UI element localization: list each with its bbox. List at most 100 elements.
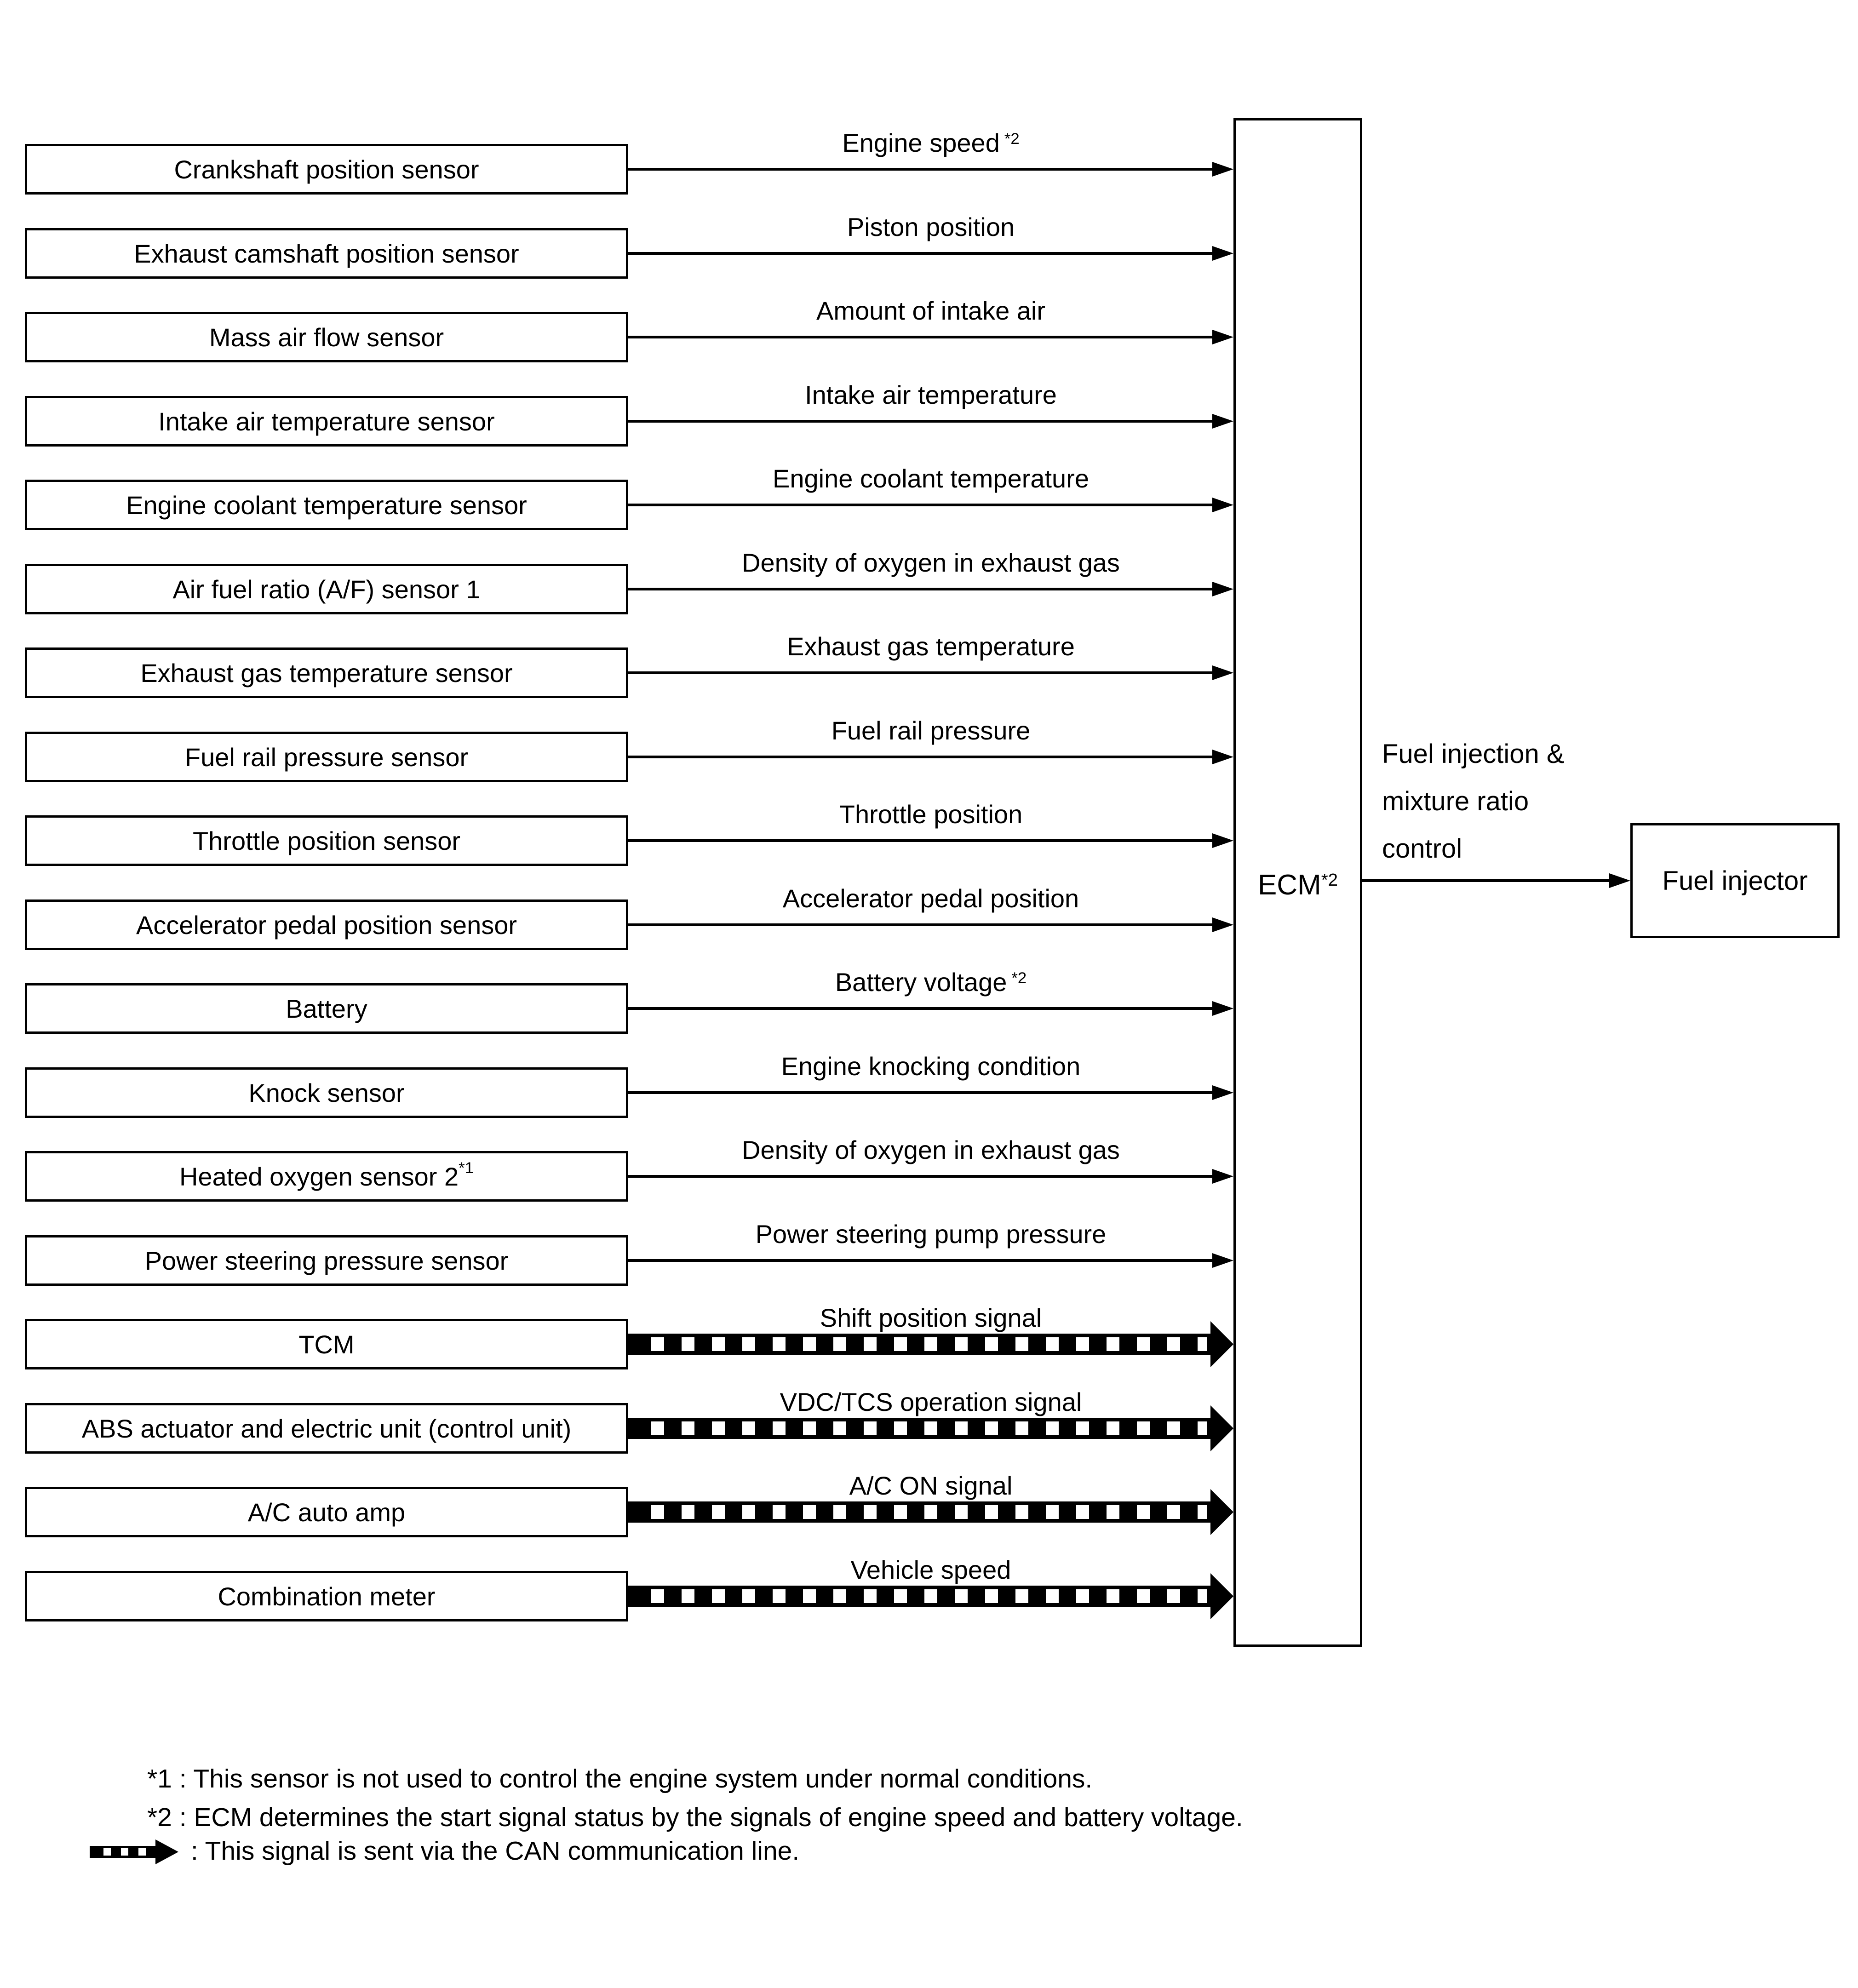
sensor-box-label: Engine coolant temperature sensor (126, 490, 527, 520)
footnote-2: *2 : ECM determines the start signal sta… (147, 1803, 1243, 1832)
signal-label-text: Power steering pump pressure (755, 1220, 1107, 1249)
signal-arrow-shaft-5 (628, 588, 1212, 590)
signal-label-3: Intake air temperature (632, 380, 1230, 410)
sensor-box-label: Air fuel ratio (A/F) sensor 1 (172, 574, 481, 604)
signal-label-12: Density of oxygen in exhaust gas (632, 1135, 1230, 1165)
can-signal-bar-14 (628, 1334, 1210, 1355)
sensor-box-label: Exhaust camshaft position sensor (134, 239, 519, 268)
signal-arrow-shaft-13 (628, 1259, 1212, 1262)
sensor-box-label: ABS actuator and electric unit (control … (81, 1414, 572, 1443)
sensor-box-label: Accelerator pedal position sensor (136, 910, 517, 940)
signal-label-1: Piston position (632, 212, 1230, 242)
signal-arrow-shaft-0 (628, 168, 1212, 171)
signal-arrow-shaft-12 (628, 1175, 1212, 1178)
signal-label-13: Power steering pump pressure (632, 1219, 1230, 1249)
signal-label-2: Amount of intake air (632, 296, 1230, 326)
signal-arrowhead-icon-7 (1212, 750, 1233, 764)
signal-arrowhead-icon-2 (1212, 330, 1233, 344)
footnote-1: *1 : This sensor is not used to control … (147, 1764, 1093, 1793)
signal-label-text: Fuel rail pressure (831, 716, 1031, 745)
signal-arrowhead-icon-0 (1212, 162, 1233, 177)
sensor-box-13: Power steering pressure sensor (25, 1235, 628, 1286)
signal-label-text: Engine coolant temperature (773, 464, 1089, 493)
signal-arrowhead-icon-11 (1212, 1085, 1233, 1100)
signal-arrowhead-icon-8 (1212, 833, 1233, 848)
signal-label-superscript: *2 (1004, 130, 1020, 148)
can-signal-bar-16 (628, 1501, 1210, 1523)
sensor-box-label: Fuel rail pressure sensor (184, 742, 469, 772)
signal-arrowhead-icon-10 (1212, 1001, 1233, 1016)
signal-label-text: Accelerator pedal position (782, 884, 1079, 913)
signal-label-8: Throttle position (632, 799, 1230, 830)
signal-arrowhead-icon-1 (1212, 246, 1233, 261)
sensor-box-4: Engine coolant temperature sensor (25, 480, 628, 530)
signal-label-text: Intake air temperature (805, 380, 1057, 409)
signal-label-text: Density of oxygen in exhaust gas (742, 548, 1120, 577)
fuel-injection-label-line-1: Fuel injection & (1382, 739, 1565, 769)
footnote-3: : This signal is sent via the CAN commun… (191, 1836, 800, 1866)
fuel-injection-control-label: Fuel injection & mixture ratio control (1382, 730, 1565, 872)
signal-arrow-shaft-9 (628, 923, 1212, 926)
signal-arrow-shaft-6 (628, 671, 1212, 674)
can-dashed-arrow-icon (90, 1846, 155, 1858)
signal-label-text: Amount of intake air (816, 296, 1046, 325)
signal-arrow-shaft-10 (628, 1007, 1212, 1010)
sensor-box-label: Knock sensor (248, 1078, 405, 1107)
signal-label-15: VDC/TCS operation signal (632, 1387, 1230, 1417)
sensor-box-14: TCM (25, 1319, 628, 1369)
fuel-injection-label-line-2: mixture ratio (1382, 786, 1529, 816)
sensor-box-label: Intake air temperature sensor (158, 407, 495, 436)
signal-label-6: Exhaust gas temperature (632, 631, 1230, 662)
sensor-box-label: Heated oxygen sensor 2 (179, 1162, 459, 1191)
signal-arrowhead-icon-5 (1212, 582, 1233, 596)
signal-arrow-shaft-3 (628, 420, 1212, 423)
signal-label-9: Accelerator pedal position (632, 883, 1230, 914)
signal-label-text: Throttle position (839, 800, 1023, 829)
signal-arrowhead-icon-9 (1212, 917, 1233, 932)
sensor-box-label: A/C auto amp (247, 1497, 406, 1527)
signal-label-text: Shift position signal (820, 1303, 1042, 1332)
ecm-to-injector-arrowhead-icon (1609, 873, 1630, 888)
signal-label-4: Engine coolant temperature (632, 464, 1230, 494)
sensor-box-label: Mass air flow sensor (209, 322, 444, 352)
sensor-box-9: Accelerator pedal position sensor (25, 899, 628, 950)
signal-arrow-shaft-2 (628, 336, 1212, 338)
signal-label-16: A/C ON signal (632, 1471, 1230, 1501)
fuel-injector-label: Fuel injector (1662, 865, 1808, 896)
can-signal-arrowhead-icon-15 (1210, 1405, 1233, 1451)
signal-label-11: Engine knocking condition (632, 1051, 1230, 1082)
sensor-box-5: Air fuel ratio (A/F) sensor 1 (25, 564, 628, 614)
fuel-injection-label-line-3: control (1382, 834, 1462, 864)
sensor-box-11: Knock sensor (25, 1067, 628, 1118)
can-signal-arrowhead-icon-14 (1210, 1321, 1233, 1367)
sensor-box-17: Combination meter (25, 1571, 628, 1621)
sensor-box-label: Throttle position sensor (192, 826, 461, 855)
signal-label-text: A/C ON signal (849, 1471, 1013, 1500)
signal-label-10: Battery voltage*2 (632, 967, 1230, 1001)
sensor-box-3: Intake air temperature sensor (25, 396, 628, 447)
signal-arrowhead-icon-13 (1212, 1253, 1233, 1268)
sensor-box-1: Exhaust camshaft position sensor (25, 228, 628, 279)
sensor-box-10: Battery (25, 983, 628, 1034)
signal-label-text: VDC/TCS operation signal (780, 1387, 1082, 1416)
signal-label-14: Shift position signal (632, 1303, 1230, 1333)
signal-label-5: Density of oxygen in exhaust gas (632, 548, 1230, 578)
sensor-box-label: Exhaust gas temperature sensor (140, 658, 513, 687)
signal-label-text: Engine knocking condition (781, 1052, 1081, 1081)
sensor-box-label: Battery (286, 994, 367, 1023)
fuel-injector-box: Fuel injector (1630, 823, 1840, 938)
signal-label-superscript: *2 (1011, 969, 1027, 987)
can-signal-bar-15 (628, 1418, 1210, 1439)
signal-label-text: Engine speed (842, 128, 1000, 157)
sensor-box-6: Exhaust gas temperature sensor (25, 647, 628, 698)
sensor-box-label: Crankshaft position sensor (174, 155, 479, 184)
signal-arrowhead-icon-12 (1212, 1169, 1233, 1184)
sensor-box-2: Mass air flow sensor (25, 312, 628, 362)
ecm-label-text: ECM (1257, 869, 1321, 901)
ecm-label: ECM*2 (1233, 868, 1362, 906)
signal-label-text: Vehicle speed (850, 1555, 1011, 1584)
signal-arrow-shaft-1 (628, 252, 1212, 255)
can-signal-arrowhead-icon-17 (1210, 1573, 1233, 1619)
signal-label-text: Density of oxygen in exhaust gas (742, 1135, 1120, 1164)
